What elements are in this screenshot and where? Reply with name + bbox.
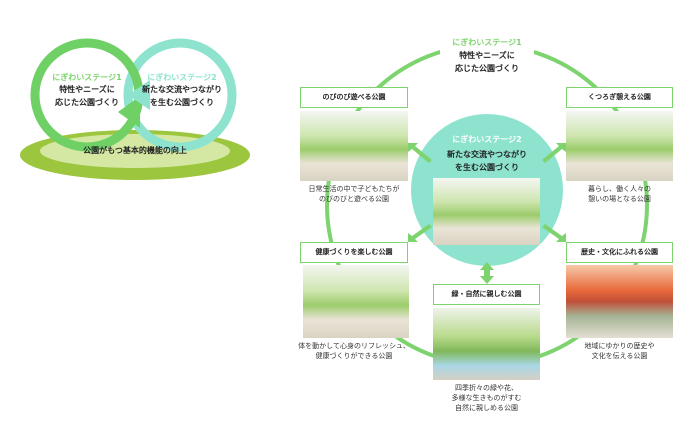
park-caption: 暮らし、働く人々の憩いの場となる公園	[588, 185, 651, 203]
stage1-label: にぎわいステージ1	[52, 73, 122, 82]
park-title: くつろぎ憩える公園	[566, 87, 673, 108]
stage2-illustration	[433, 178, 540, 245]
park-title: 緑・自然に親しむ公園	[433, 284, 540, 305]
double-arrow-icons	[408, 143, 566, 284]
health-park-illustration	[303, 265, 409, 338]
history-park-illustration	[566, 265, 673, 338]
stage2-text: 新たな交流やつながりを生む公園づくり	[447, 150, 527, 172]
nature-park-illustration	[433, 308, 540, 380]
arrow-icon	[128, 80, 150, 110]
park-caption: 体を動かして心身のリフレッシュ、健康づくりができる公園	[298, 342, 410, 360]
stage1-text: 特性やニーズに応じた公園づくり	[55, 85, 119, 107]
stage2-text: 新たな交流やつながりを生む公園づくり	[142, 85, 222, 107]
park-title: 歴史・文化にふれる公園	[566, 242, 673, 263]
infinity-cycle-diagram	[20, 38, 250, 180]
arrow-icon	[118, 96, 140, 128]
park-caption: 地域にゆかりの歴史や文化を伝える公園	[584, 342, 655, 360]
relax-park-illustration	[566, 111, 673, 181]
park-title: 健康づくりを楽しむ公園	[300, 242, 408, 263]
stage2-label: にぎわいステージ2	[147, 73, 217, 82]
park-caption: 日常生活の中で子どもたちがのびのびと遊べる公園	[308, 185, 400, 203]
park-caption: 四季折々の緑や花、多様な生きものがすむ自然に親しめる公園	[451, 384, 522, 412]
stage2-label: にぎわいステージ2	[452, 135, 522, 144]
play-park-illustration	[300, 111, 408, 181]
stage1-text: 特性やニーズに応じた公園づくり	[455, 51, 519, 73]
base-text: 公園がもつ基本的機能の向上	[83, 146, 187, 155]
stage1-label: にぎわいステージ1	[452, 38, 522, 47]
park-title: のびのび遊べる公園	[300, 87, 408, 108]
